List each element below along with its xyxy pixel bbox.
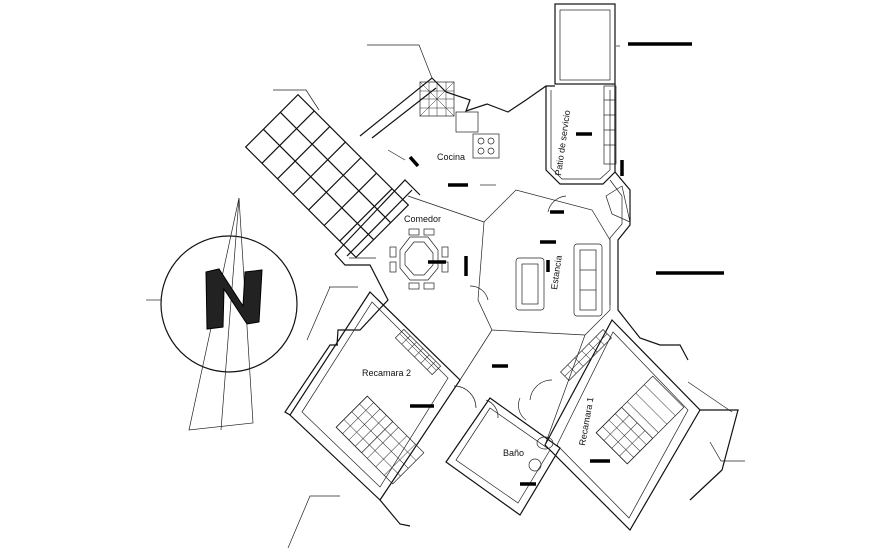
- room-label-recamara-1: Recamara 1: [577, 396, 595, 446]
- water-heater-icon: [605, 185, 631, 223]
- toilet-icon: [536, 436, 554, 450]
- room-label-estancia: Estancia: [549, 255, 564, 291]
- living-furniture: [515, 240, 603, 317]
- north-arrow: N: [146, 197, 298, 431]
- building-walls: [284, 3, 739, 531]
- sofa-icon: [573, 243, 603, 317]
- recamara-2-walls: [289, 291, 461, 501]
- bed-recamara-2: [335, 395, 425, 485]
- bano-walls: [445, 397, 561, 516]
- recamara-1-walls: [544, 318, 701, 531]
- dining-table-icon: [399, 236, 439, 281]
- north-circle: [160, 235, 298, 373]
- leader-lines: [273, 44, 745, 549]
- door-swings: [453, 195, 567, 421]
- bed-recamara-1: [595, 375, 685, 465]
- washbasin-icon: [528, 458, 542, 472]
- armchair-icon: [515, 257, 545, 311]
- callout-bars: [628, 42, 724, 275]
- closets: [394, 328, 612, 381]
- sink-icon: [455, 111, 479, 133]
- room-label-comedor: Comedor: [404, 214, 441, 224]
- room-label-cocina: Cocina: [437, 152, 465, 162]
- patio-box: [554, 3, 616, 85]
- patio-fixtures: [576, 85, 631, 223]
- bathroom-fixtures: [520, 436, 554, 486]
- dining-table: [389, 228, 468, 290]
- room-label-bano: Baño: [503, 448, 524, 458]
- kitchen-fixtures: [387, 81, 500, 187]
- room-label-recamara-2: Recamara 2: [362, 368, 411, 378]
- north-letter-n: [205, 268, 263, 330]
- room-label-patio: Patio de servicio: [553, 109, 572, 176]
- pergola: [244, 93, 410, 259]
- stove-icon: [472, 133, 500, 159]
- estancia-walls: [477, 189, 611, 336]
